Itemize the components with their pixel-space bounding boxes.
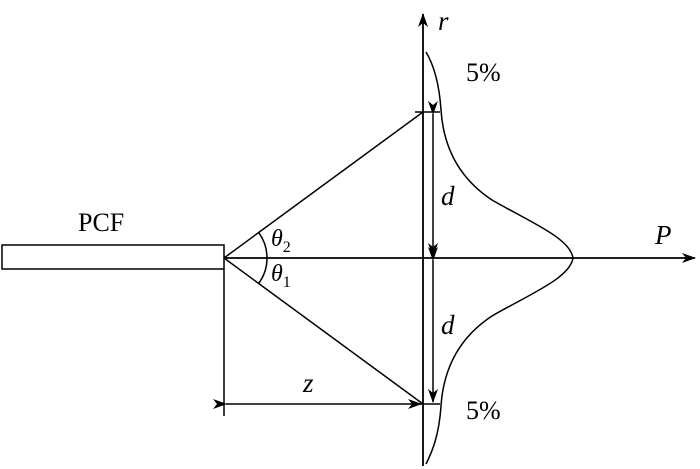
theta-2-label: θ2	[271, 226, 291, 256]
pcf-label: PCF	[78, 208, 124, 237]
percent-top-label: 5%	[466, 58, 501, 87]
theta-1-label: θ1	[271, 261, 291, 291]
theta-2-arc	[258, 232, 268, 259]
intensity-profile-curve	[425, 51, 574, 465]
lower-ray	[223, 257, 424, 405]
percent-bottom-label: 5%	[466, 396, 501, 425]
theta-1-arc	[258, 257, 268, 284]
upper-ray	[223, 111, 424, 259]
z-label: z	[302, 368, 314, 398]
pcf-fiber	[1, 244, 225, 270]
r-axis-label: r	[438, 6, 449, 36]
d-lower-label: d	[441, 310, 455, 340]
p-axis-label: P	[654, 220, 672, 250]
d-upper-label: d	[441, 181, 455, 211]
